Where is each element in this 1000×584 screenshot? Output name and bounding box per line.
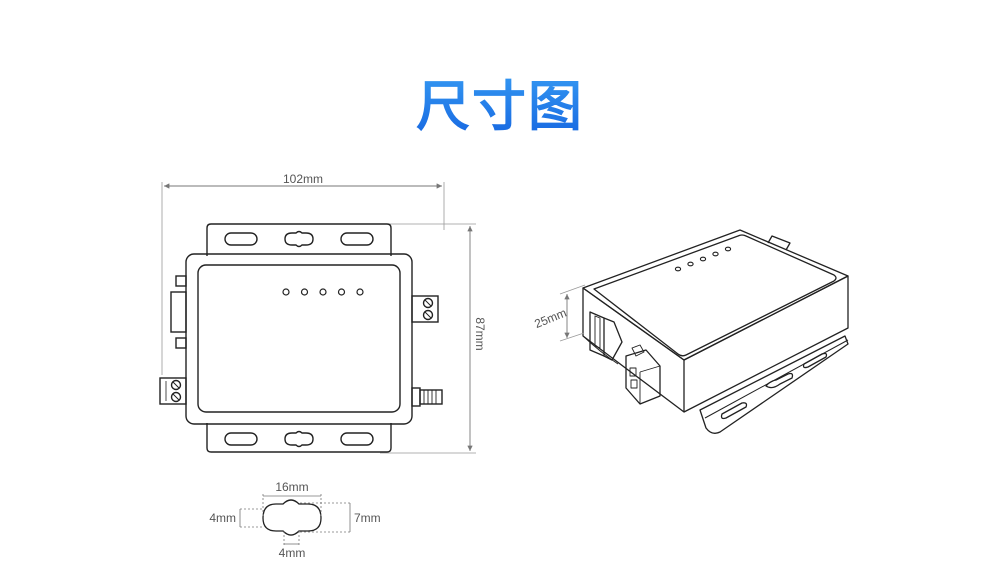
bottom-flange [206, 423, 392, 453]
slot-length-label: 16mm [275, 480, 308, 494]
front-view [159, 182, 476, 454]
antenna-base [411, 387, 421, 407]
top-flange [206, 223, 392, 256]
led-indicator [699, 256, 707, 262]
width-label: 102mm [283, 172, 323, 186]
led-indicator [337, 288, 346, 296]
slot-height-label: 7mm [354, 511, 381, 525]
mount-keyhole-slot [284, 230, 314, 248]
perspective-right-face [683, 275, 849, 413]
led-indicator [724, 246, 732, 252]
mount-slot [340, 432, 374, 446]
terminal-block-left [159, 377, 187, 405]
perspective-slot [720, 402, 748, 420]
led-indicator [687, 261, 694, 267]
mount-slot [224, 232, 258, 246]
led-indicator [300, 288, 309, 296]
perspective-slot [765, 372, 794, 389]
perspective-slot [802, 352, 828, 369]
connector-nub [175, 275, 187, 287]
led-indicator [356, 288, 364, 296]
led-indicators [282, 288, 364, 296]
keyhole-slot-shape [262, 499, 322, 536]
height-label: 87mm [473, 317, 487, 350]
antenna-thread [419, 389, 443, 405]
perspective-back-tab [767, 235, 791, 251]
perspective-flange [699, 335, 849, 434]
mount-slot [224, 432, 258, 446]
led-indicator [282, 288, 290, 296]
page-title: 尺寸图 [0, 62, 1000, 141]
depth-label: 25mm [532, 306, 568, 331]
perspective-top-panel [593, 234, 837, 357]
led-indicator [319, 288, 327, 296]
slot-detail-dimensions [239, 494, 351, 546]
mount-slot [340, 232, 374, 246]
front-panel [197, 264, 401, 413]
perspective-led-indicators [674, 246, 732, 272]
device-body [185, 253, 413, 425]
perspective-view [559, 229, 849, 434]
slot-neck-label: 4mm [279, 546, 306, 560]
connector-nub [175, 337, 187, 349]
led-indicator [712, 251, 719, 257]
perspective-db9 [589, 311, 605, 357]
serial-port-side [170, 291, 187, 333]
mount-keyhole-slot [284, 430, 314, 448]
slot-detail [262, 499, 322, 536]
perspective-terminal-block [625, 349, 661, 405]
led-indicator [674, 266, 682, 272]
slot-inner-width-label: 4mm [209, 511, 236, 525]
terminal-block-right [411, 295, 439, 323]
